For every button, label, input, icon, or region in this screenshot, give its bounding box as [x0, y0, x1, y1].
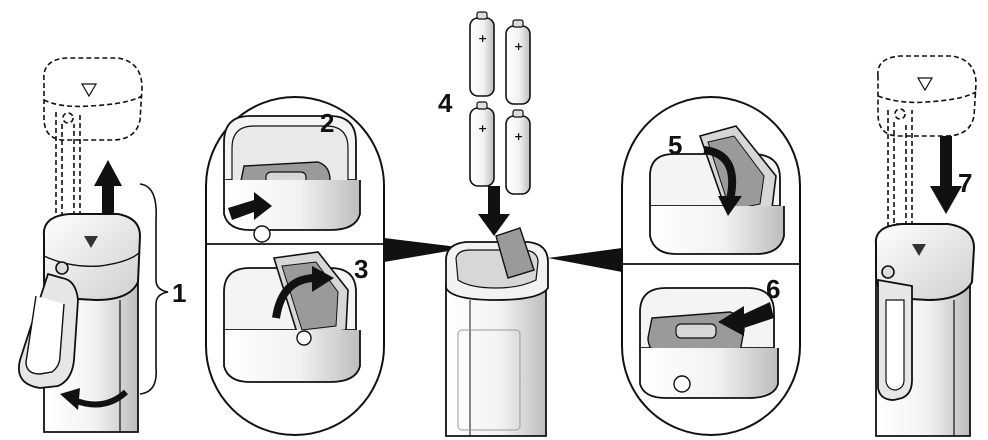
callout-pointer-right — [548, 248, 622, 272]
step-label-5: 5 — [668, 130, 682, 160]
battery-4: + — [505, 109, 531, 195]
rotate-arrow-icon — [72, 389, 129, 408]
inset-step-2: 2 — [223, 108, 361, 243]
step-label-6: 6 — [766, 274, 780, 304]
battery-plus-mark: + — [478, 32, 487, 45]
arrow-down-icon — [930, 136, 962, 214]
arrow-slide-icon — [718, 302, 774, 336]
battery-3: + — [469, 101, 495, 187]
lowered-cap-outline — [877, 55, 977, 233]
panel-step-1-remove-cap: 1 — [18, 57, 186, 433]
arrow-lift-icon — [272, 274, 317, 319]
battery-plus-mark: + — [514, 130, 523, 143]
step-label-2: 2 — [320, 108, 334, 138]
battery-plus-mark: + — [478, 122, 487, 135]
arrow-up-icon — [94, 160, 122, 214]
triangle-mark-icon — [916, 77, 934, 92]
battery-plus-mark: + — [514, 40, 523, 53]
battery-door-open — [495, 227, 535, 279]
battery-2: + — [505, 19, 531, 105]
step-label-3: 3 — [354, 254, 368, 284]
arrow-down-icon — [478, 186, 510, 236]
step-label-1: 1 — [172, 278, 186, 308]
battery-set: + + + + — [469, 11, 531, 195]
hinge-screw — [55, 261, 69, 275]
triangle-mark-icon — [912, 244, 926, 256]
inset-step-3: 3 — [223, 251, 368, 383]
inset-step-6: 6 — [639, 274, 780, 399]
hinge-screw — [881, 265, 895, 279]
step-1-bracket — [139, 183, 169, 395]
panel-steps-5-6-close-door: 5 6 — [548, 96, 801, 436]
arrow-close-icon — [703, 146, 737, 201]
lifted-cap-outline — [43, 57, 143, 237]
inset-step-5: 5 — [649, 125, 785, 255]
callout-pointer-left — [384, 238, 466, 262]
triangle-mark-icon — [80, 83, 98, 98]
step-label-4: 4 — [438, 88, 453, 118]
device-body-center — [445, 283, 547, 437]
battery-1: + — [469, 11, 495, 97]
step-label-7: 7 — [958, 168, 972, 198]
triangle-mark-icon — [84, 236, 98, 248]
arrow-push-icon — [228, 192, 272, 220]
panel-step-4-insert-batteries: + + + + 4 — [438, 11, 549, 437]
panel-steps-2-3-open-door: 2 3 — [205, 96, 466, 436]
panel-step-7-replace-cap: 7 — [874, 55, 977, 437]
